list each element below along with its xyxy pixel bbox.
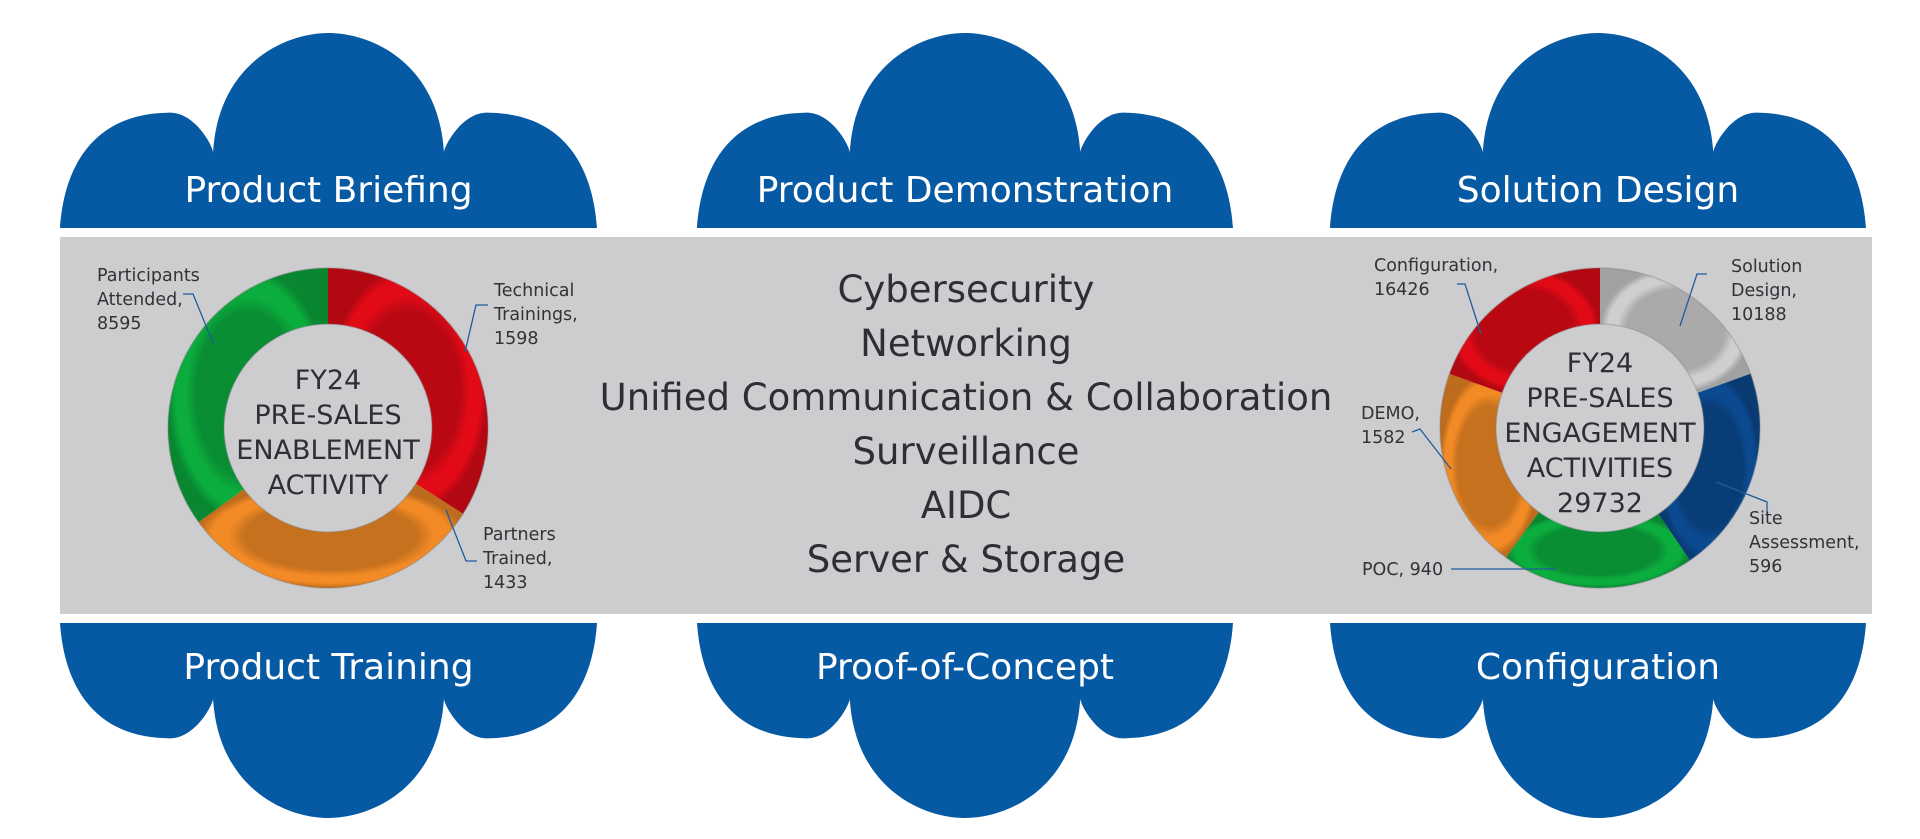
cloud-label: Product Demonstration xyxy=(757,170,1174,211)
cloud-label: Proof-of-Concept xyxy=(816,647,1114,688)
slice-label-line: 1582 xyxy=(1361,428,1406,448)
leader-line xyxy=(1679,273,1707,327)
slice-label-line: 10188 xyxy=(1731,305,1787,325)
cloud-label: Solution Design xyxy=(1457,170,1739,211)
cloud-product-training: Product Training xyxy=(60,623,597,818)
leader-line xyxy=(445,509,477,562)
cloud-label: Configuration xyxy=(1476,647,1720,688)
slice-label-line: 1433 xyxy=(483,573,528,593)
slice-label-configuration: Configuration, 16426 xyxy=(1374,256,1498,335)
slice-label-line: Solution xyxy=(1731,257,1802,277)
top-clouds: Product Briefing Product Demonstration Sol… xyxy=(60,33,1866,228)
topic-list: Cybersecurity Networking Unified Communi… xyxy=(600,268,1333,581)
center-title-line: FY24 xyxy=(1567,348,1633,379)
slice-label-line: Trained, xyxy=(482,549,552,569)
topic-item: Unified Communication & Collaboration xyxy=(600,376,1333,419)
slice-label-line: Assessment, xyxy=(1749,533,1860,553)
slice-label-line: POC, 940 xyxy=(1362,560,1443,580)
slice-label-line: 16426 xyxy=(1374,280,1430,300)
cloud-shape xyxy=(1330,623,1866,818)
slice-label-line: Attended, xyxy=(97,290,183,310)
slice-label-line: Design, xyxy=(1731,281,1797,301)
topic-item: Server & Storage xyxy=(807,538,1125,581)
cloud-configuration: Configuration xyxy=(1330,623,1866,818)
cloud-solution-design: Solution Design xyxy=(1330,33,1866,228)
topic-item: Surveillance xyxy=(853,430,1080,473)
topic-item: AIDC xyxy=(921,484,1012,527)
slice-label-line: 1598 xyxy=(494,329,539,349)
center-title-line: ACTIVITIES xyxy=(1527,453,1673,484)
leader-line xyxy=(1457,283,1482,335)
cloud-shape xyxy=(697,623,1233,818)
cloud-shape xyxy=(697,33,1233,228)
donut-inner-edge xyxy=(1495,323,1705,533)
leader-line xyxy=(464,304,488,353)
center-title-line: 29732 xyxy=(1557,488,1643,519)
donut-outer-edge xyxy=(1439,267,1761,589)
center-title-line: PRE-SALES xyxy=(254,400,401,431)
slice-label-line: Trainings, xyxy=(493,305,578,325)
slice-label-line: DEMO, xyxy=(1361,404,1420,424)
topic-item: Networking xyxy=(860,322,1072,365)
topic-item: Cybersecurity xyxy=(838,268,1095,311)
slice-label-demo: DEMO, 1582 xyxy=(1361,404,1452,470)
cloud-shape xyxy=(60,33,597,228)
cloud-shape xyxy=(1330,33,1866,228)
center-title-line: FY24 xyxy=(295,365,361,396)
cloud-product-briefing: Product Briefing xyxy=(60,33,597,228)
cloud-shape xyxy=(60,623,597,818)
donut-outer-edge xyxy=(167,267,489,589)
cloud-product-demonstration: Product Demonstration xyxy=(697,33,1233,228)
leader-line xyxy=(1411,428,1452,470)
slice-label-line: Configuration, xyxy=(1374,256,1498,276)
slice-label-line: Participants xyxy=(97,266,200,286)
leader-line xyxy=(1715,481,1768,515)
cloud-proof-of-concept: Proof-of-Concept xyxy=(697,623,1233,818)
center-title-line: ACTIVITY xyxy=(268,470,389,501)
slice-label-line: 8595 xyxy=(97,314,142,334)
bottom-clouds: Product Training Proof-of-Concept Configur… xyxy=(60,623,1866,818)
slice-label-poc: POC, 940 xyxy=(1362,560,1556,580)
leader-line xyxy=(183,293,214,344)
cloud-label: Product Training xyxy=(183,647,473,688)
slice-label-line: Partners xyxy=(483,525,556,545)
center-title-line: ENGAGEMENT xyxy=(1504,418,1696,449)
slice-label-line: Site xyxy=(1749,509,1783,529)
donut-inner-edge xyxy=(223,323,433,533)
center-title-line: PRE-SALES xyxy=(1526,383,1673,414)
cloud-label: Product Briefing xyxy=(184,170,472,211)
slice-label-line: 596 xyxy=(1749,557,1782,577)
center-title-line: ENABLEMENT xyxy=(236,435,420,466)
slice-label-line: Technical xyxy=(493,281,574,301)
